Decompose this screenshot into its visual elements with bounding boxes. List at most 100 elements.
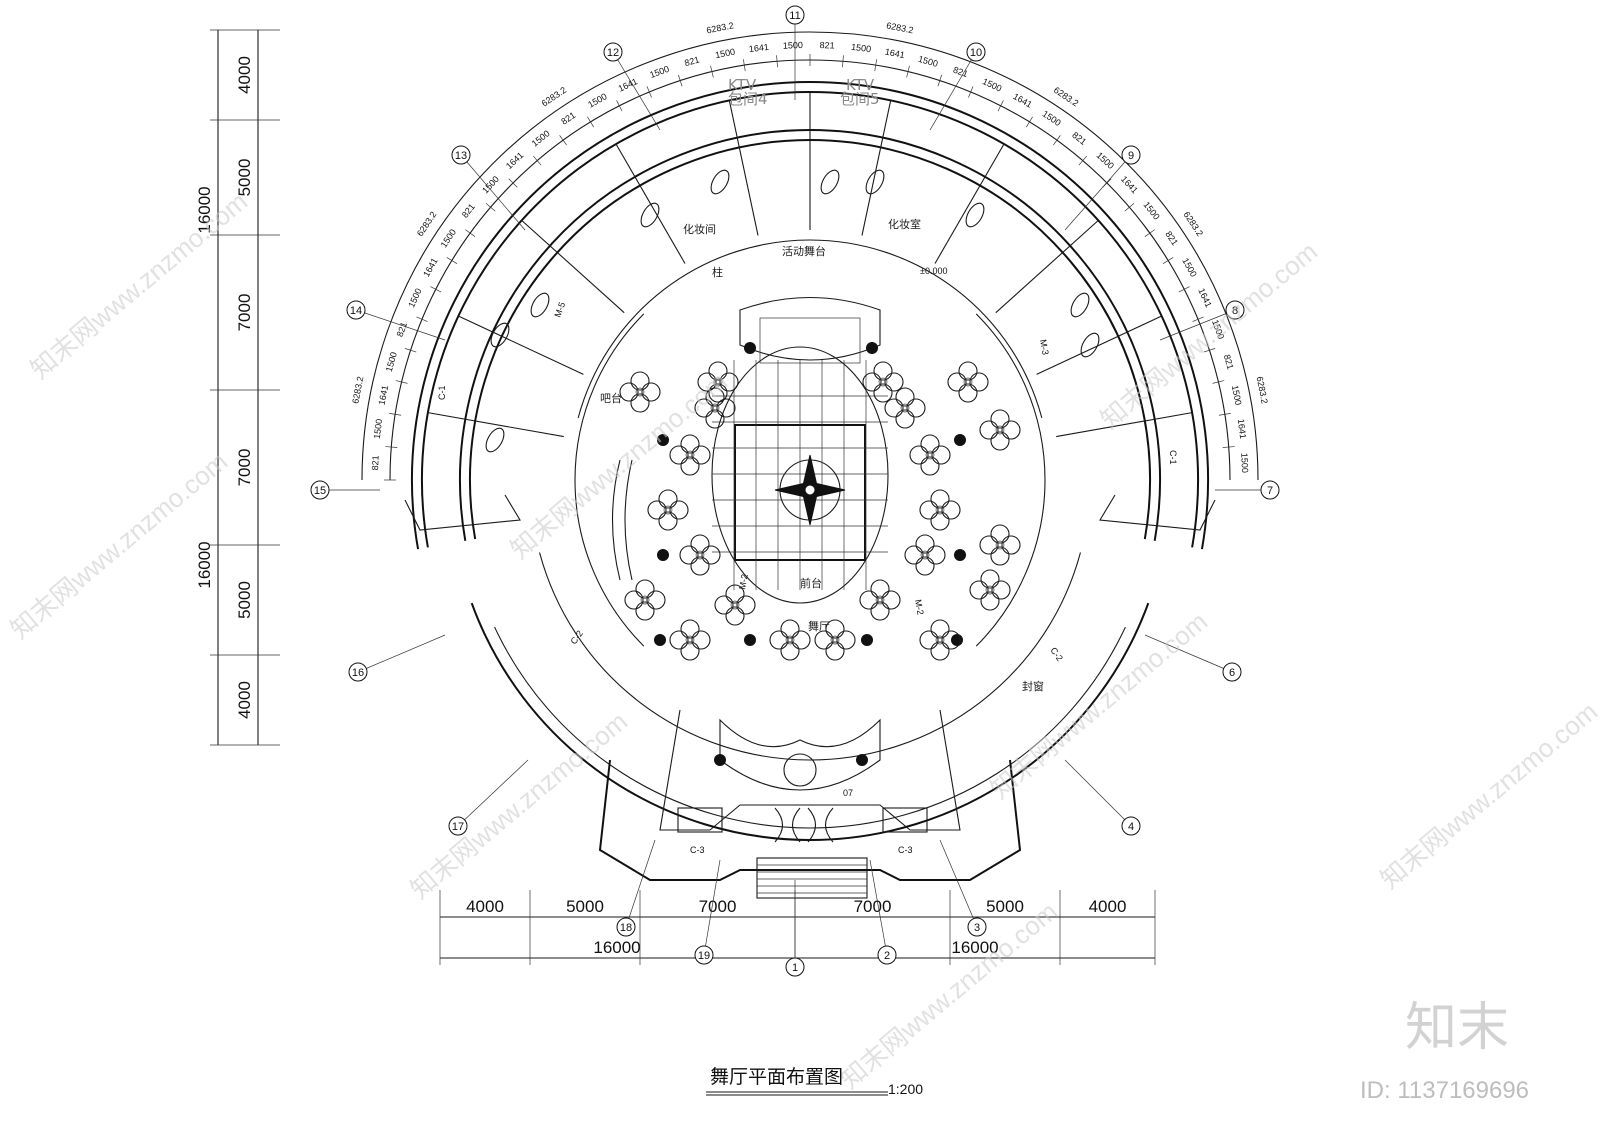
table-top — [830, 635, 840, 645]
table-top — [695, 550, 705, 560]
arc-dimension-label: 1500 — [530, 128, 552, 148]
arc-dimension-label: 1641 — [377, 384, 391, 406]
axis-label: 8 — [1232, 305, 1238, 317]
arc-dimension-label: 1641 — [1236, 418, 1248, 439]
column-dot — [861, 634, 873, 646]
seat — [990, 431, 1010, 451]
room-label-dressing-right: 化妆室 — [888, 217, 921, 231]
seat — [691, 445, 711, 465]
dimension-tick — [1212, 380, 1225, 384]
arc-dimension-label: 1500 — [384, 351, 399, 373]
seat — [1001, 420, 1021, 440]
seat — [1001, 535, 1021, 555]
window-tag-c3-left: C-3 — [690, 845, 705, 855]
table-top — [640, 595, 650, 605]
arc-dimension-label: 1500 — [480, 174, 501, 195]
axis-bubble — [785, 5, 805, 25]
arc-dimension-label: 1500 — [1041, 109, 1063, 128]
dimension-tick — [874, 59, 877, 72]
dimension-tick — [776, 55, 778, 68]
axis-bubble — [1222, 662, 1242, 682]
dimension-tick — [906, 65, 910, 78]
dimension-tick — [997, 100, 1004, 112]
seat — [920, 456, 940, 476]
seat — [680, 434, 700, 454]
arc-dimension-label: 821 — [1163, 229, 1180, 247]
axis-leader — [612, 51, 661, 131]
column-dot — [951, 634, 963, 646]
dimension-tick — [385, 446, 398, 448]
axis-bubble — [451, 145, 471, 165]
seat — [694, 398, 714, 418]
seat — [658, 489, 678, 509]
table-set — [697, 361, 739, 403]
stage-outline — [739, 297, 881, 361]
column-dot — [654, 634, 666, 646]
axis-bubble — [448, 816, 468, 836]
room-label-hall: 舞厅 — [808, 620, 830, 633]
table-top — [963, 377, 973, 387]
seat — [716, 398, 736, 418]
dimension-tick — [389, 413, 402, 416]
axis-label: 3 — [974, 922, 980, 934]
dimension-tick — [1218, 413, 1231, 416]
entrance-doors — [774, 807, 834, 843]
dimension-tick — [485, 203, 496, 212]
dimension-label: 7000 — [235, 449, 254, 487]
dimension-total: 16000 — [951, 938, 998, 957]
axis-label: 6 — [1229, 667, 1235, 679]
seat — [969, 580, 989, 600]
table-top — [900, 403, 910, 413]
seat — [980, 569, 1000, 589]
axis-label: 2 — [884, 950, 890, 962]
seat — [919, 500, 939, 520]
arc-dimension-label: 1641 — [617, 76, 639, 93]
axis-leader — [625, 839, 656, 928]
seat — [780, 641, 800, 661]
axis-bubble — [1121, 145, 1141, 165]
seat — [714, 595, 734, 615]
dimension-tick — [1078, 155, 1087, 166]
seat — [705, 387, 725, 407]
brand-id: ID: 1137169696 — [1360, 1077, 1529, 1104]
dimension-tick — [587, 116, 594, 128]
column-dot — [954, 434, 966, 446]
table-set — [619, 371, 661, 413]
seat — [870, 579, 890, 599]
drawing-title-block: 舞厅平面布置图 1:200 — [706, 1066, 923, 1097]
room-label-column: 柱 — [712, 265, 723, 279]
arc-dimension-label: 1500 — [851, 42, 872, 54]
table-top — [995, 540, 1005, 550]
seat — [930, 619, 950, 639]
dimension-label: 7000 — [854, 897, 892, 916]
lobby-fountain — [783, 753, 817, 787]
seat — [791, 630, 811, 650]
seat — [769, 630, 789, 650]
axis-bubble — [348, 662, 368, 682]
room-partition — [728, 100, 759, 236]
dimension-tick — [1203, 348, 1216, 353]
table-set — [862, 361, 904, 403]
dimension-tick — [842, 55, 844, 68]
arc-dimension-label: 1500 — [917, 54, 939, 69]
axis-label: 13 — [455, 150, 467, 162]
table-top — [925, 450, 935, 460]
watermark-text: 知末网www.znzmo.com — [1375, 696, 1600, 894]
room-partition — [427, 412, 564, 438]
dimension-tick — [616, 100, 623, 112]
dimension-total: 16000 — [195, 186, 214, 233]
seat — [870, 601, 890, 621]
dimension-tick — [1124, 203, 1135, 212]
axis-leader — [357, 634, 446, 673]
axis-leader — [939, 839, 978, 928]
arc-dimension-label: 1500 — [439, 227, 458, 249]
arc-dimension-label: 1500 — [648, 64, 670, 80]
window-tag-c1-right: C-1 — [1168, 450, 1178, 465]
arc-dimension-label: 1641 — [1011, 91, 1033, 110]
seat — [947, 372, 967, 392]
arc-total-label: 6283.2 — [1255, 376, 1270, 405]
axis-bubble — [877, 945, 897, 965]
table-set — [669, 434, 711, 476]
level-mark: ±0.000 — [920, 266, 947, 276]
axis-bubble — [346, 300, 366, 320]
